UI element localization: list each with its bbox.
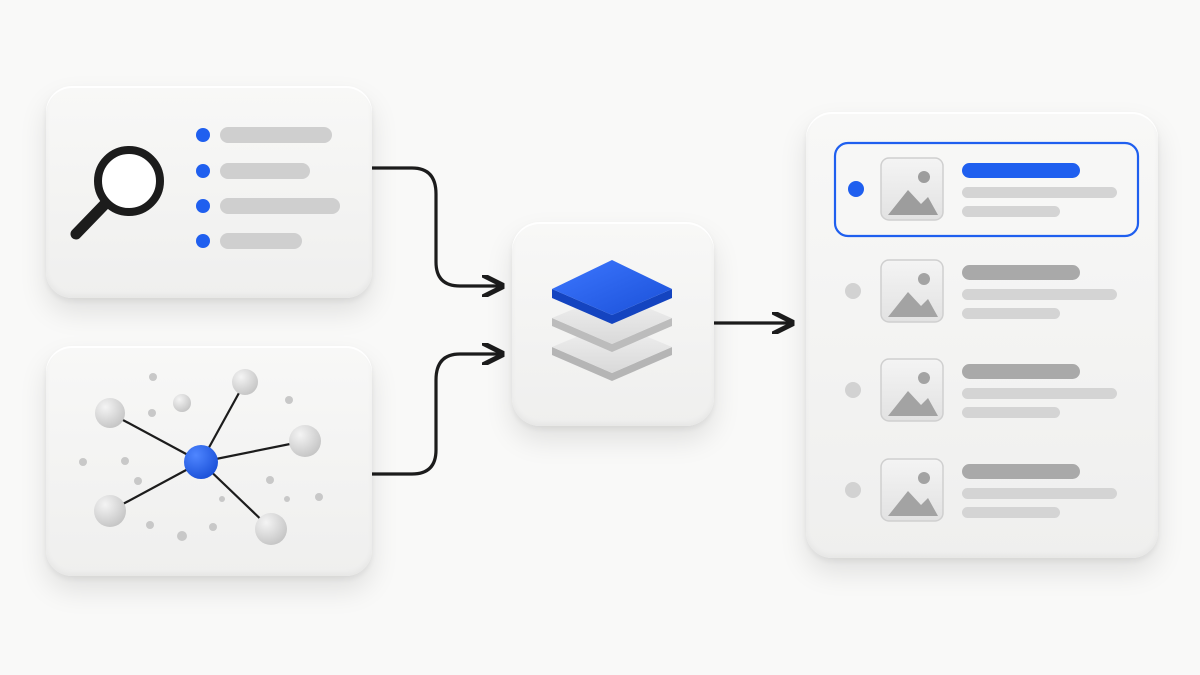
graph-source-card bbox=[46, 346, 372, 576]
magnifier-icon bbox=[70, 146, 164, 240]
bullet-4 bbox=[196, 234, 210, 248]
text-line-1 bbox=[220, 127, 332, 143]
bullet-1 bbox=[196, 128, 210, 142]
image-placeholder-icon bbox=[880, 358, 944, 422]
results-list-card bbox=[806, 112, 1158, 558]
network-graph-icon bbox=[79, 369, 323, 545]
bullet-2 bbox=[196, 164, 210, 178]
search-result-lines bbox=[196, 127, 340, 249]
connector-graph-to-merge bbox=[372, 354, 500, 476]
bullet-3 bbox=[196, 199, 210, 213]
image-placeholder-icon bbox=[880, 157, 944, 221]
text-line-3 bbox=[220, 198, 340, 214]
graph-hub-node bbox=[184, 445, 218, 479]
result-item-4[interactable] bbox=[845, 458, 1117, 522]
graph-nodes bbox=[79, 369, 323, 545]
text-line-2 bbox=[220, 163, 310, 179]
result-item-1-selected[interactable] bbox=[833, 141, 1140, 238]
result-item-3[interactable] bbox=[845, 358, 1117, 422]
search-source-card bbox=[46, 86, 372, 298]
image-placeholder-icon bbox=[880, 259, 944, 323]
text-line-4 bbox=[220, 233, 302, 249]
results-list-graphic bbox=[833, 141, 1140, 522]
search-card-graphic bbox=[70, 127, 340, 249]
merge-card bbox=[512, 222, 714, 426]
layers-stack-icon bbox=[552, 260, 672, 381]
layer-top bbox=[552, 260, 672, 324]
result-item-2[interactable] bbox=[845, 259, 1117, 323]
image-placeholder-icon bbox=[880, 458, 944, 522]
connector-search-to-merge bbox=[372, 166, 500, 286]
